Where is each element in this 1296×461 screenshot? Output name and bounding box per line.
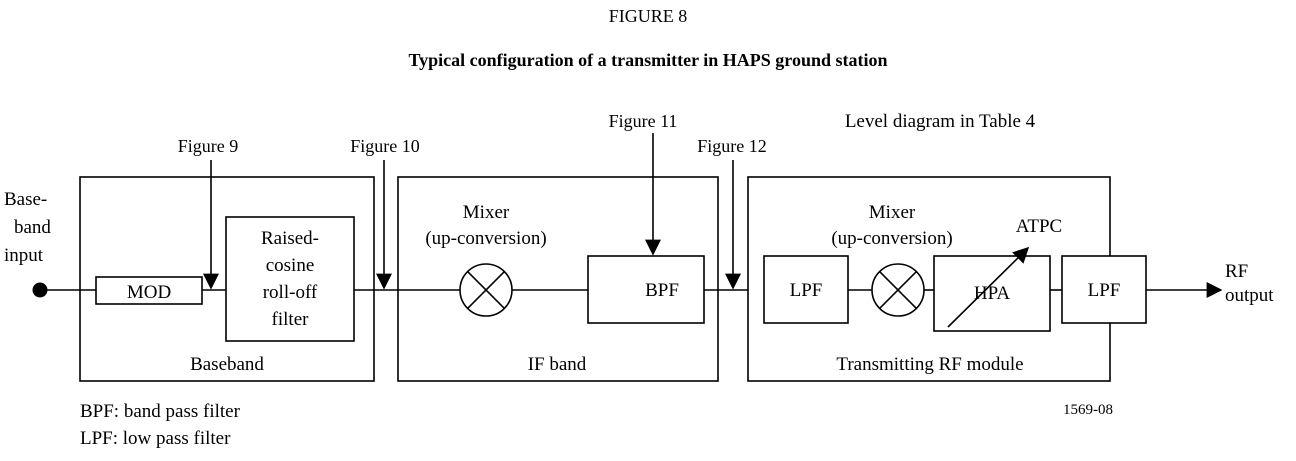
raised-cosine-filter-box — [225, 216, 355, 342]
rf-mixer-label-line1: Mixer — [869, 202, 916, 223]
if-mixer-symbol — [459, 263, 513, 317]
level-diagram-ref: Level diagram in Table 4 — [845, 111, 1036, 132]
baseband-label: Baseband — [190, 354, 264, 375]
output-label-line1: RF — [1225, 261, 1248, 282]
lpf2-box — [1061, 255, 1147, 324]
filter-label-line4: filter — [272, 309, 310, 330]
bpf-box — [587, 255, 705, 324]
filter-label-line1: Raised- — [261, 228, 319, 249]
figure9-ref: Figure 9 — [178, 136, 239, 156]
mod-box — [95, 276, 203, 305]
output-label-line2: output — [1225, 285, 1274, 306]
figure12-ref: Figure 12 — [697, 136, 767, 156]
atpc-control-arrow — [947, 246, 1030, 328]
legend-bpf: BPF: band pass filter — [80, 401, 241, 422]
rf-module-label: Transmitting RF module — [836, 354, 1023, 375]
if-mixer-label-line1: Mixer — [463, 202, 510, 223]
figure11-ref: Figure 11 — [609, 111, 678, 131]
if-mixer-label-line2: (up-conversion) — [425, 228, 546, 249]
figure-number: FIGURE 8 — [609, 6, 688, 26]
lpf2-label: LPF — [1088, 280, 1121, 301]
if-band-block — [397, 176, 719, 382]
figure-title: Typical configuration of a transmitter i… — [408, 50, 887, 70]
input-label-line3: input — [4, 245, 44, 266]
figure-ref-code: 1569-08 — [1063, 402, 1113, 418]
input-label-line1: Base- — [4, 189, 47, 210]
lpf1-label: LPF — [790, 280, 823, 301]
atpc-label: ATPC — [1016, 216, 1062, 237]
hpa-box — [933, 255, 1051, 332]
filter-label-line2: cosine — [266, 255, 315, 276]
rf-mixer-label-line2: (up-conversion) — [831, 228, 952, 249]
hpa-label: HPA — [974, 283, 1011, 304]
figure10-ref: Figure 10 — [350, 136, 420, 156]
filter-label-line3: roll-off — [263, 282, 318, 303]
bpf-label: BPF — [645, 280, 679, 301]
if-band-label: IF band — [528, 354, 587, 375]
mod-label: MOD — [127, 282, 171, 303]
rf-mixer-symbol — [871, 263, 925, 317]
legend-lpf: LPF: low pass filter — [80, 428, 231, 449]
input-label-line2: band — [14, 217, 51, 238]
lpf1-box — [763, 255, 849, 324]
